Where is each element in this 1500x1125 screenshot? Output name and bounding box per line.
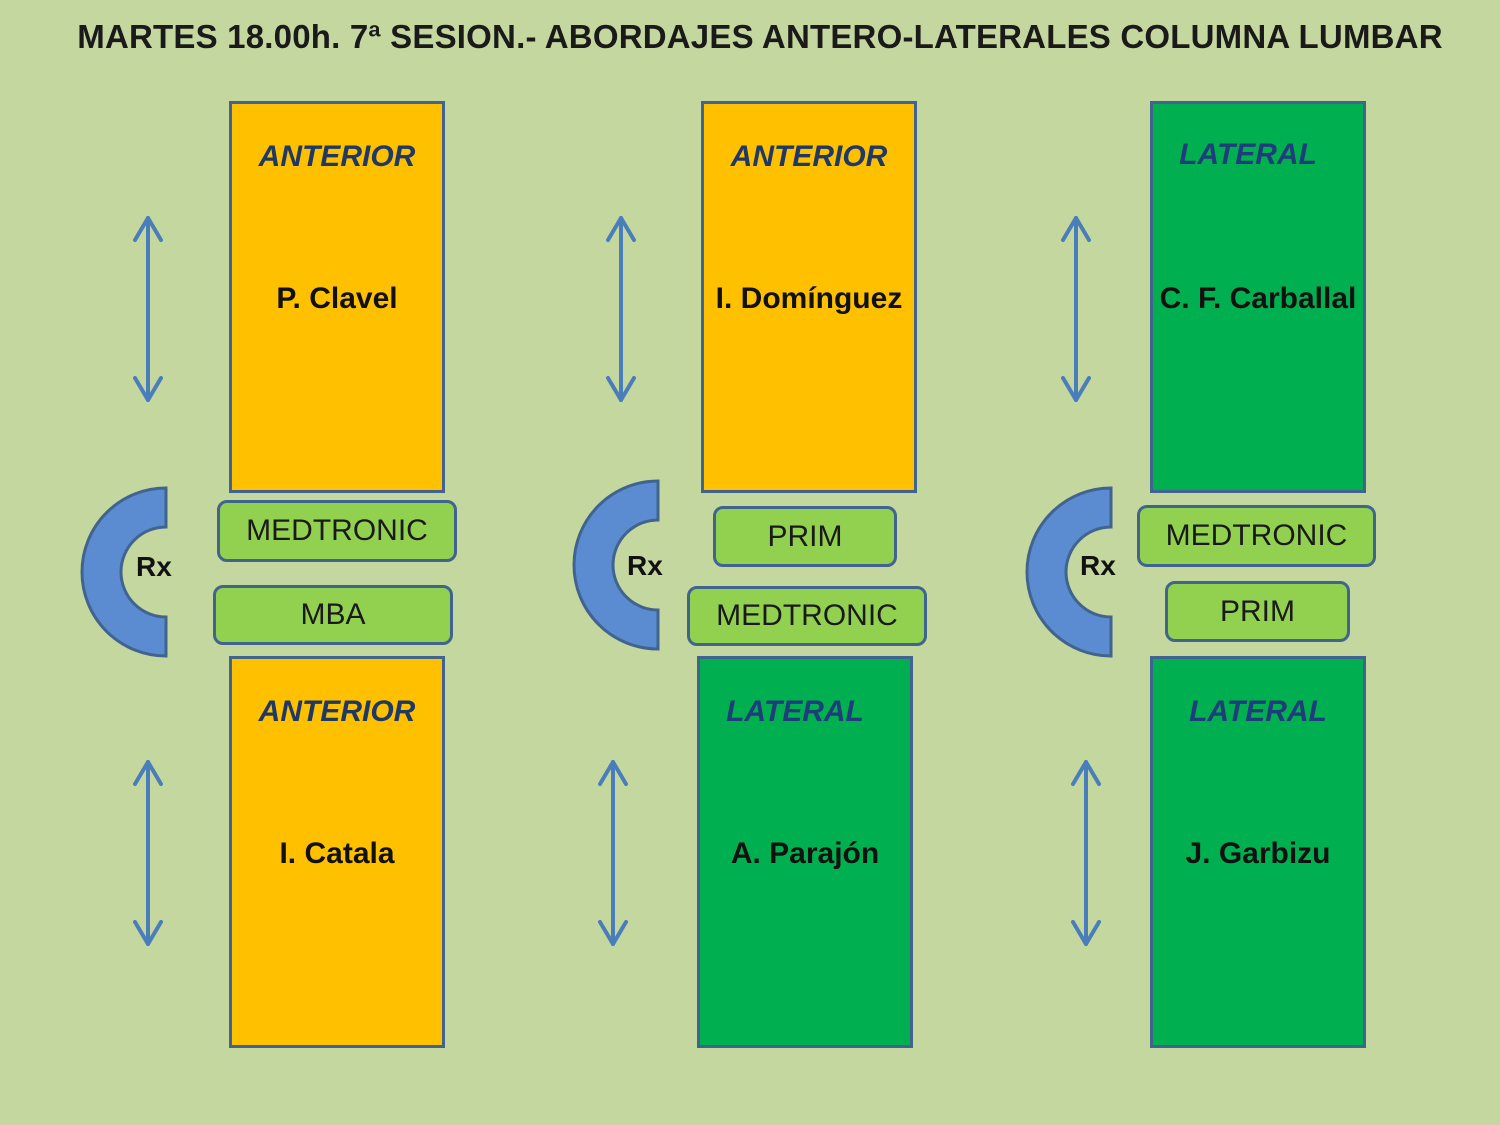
col2-bottom-surgeon: A. Parajón (730, 837, 880, 870)
col2-top-surgeon: I. Domínguez (715, 282, 903, 315)
col2-sponsor-1: PRIM (713, 506, 897, 567)
col2-top-block: ANTERIOR I. Domínguez (701, 101, 917, 493)
col2-top-approach: ANTERIOR (730, 140, 888, 173)
col1-bottom-surgeon: I. Catala (279, 837, 395, 870)
col3-top-surgeon: C. F. Carballal (1159, 282, 1357, 315)
col2-bottom-approach: LATERAL (726, 695, 864, 728)
double-arrow-icon (598, 760, 628, 946)
col3-rx-label: Rx (1080, 550, 1116, 581)
page-title: MARTES 18.00h. 7ª SESION.- ABORDAJES ANT… (77, 18, 1443, 55)
col1-top-approach: ANTERIOR (258, 140, 416, 173)
col1-bottom-approach: ANTERIOR (258, 695, 416, 728)
double-arrow-icon (133, 760, 163, 946)
col3-bottom-block: LATERAL J. Garbizu (1150, 656, 1366, 1048)
col3-sponsor-2: PRIM (1165, 581, 1350, 642)
col2-rx-label: Rx (627, 550, 663, 581)
col3-bottom-surgeon: J. Garbizu (1185, 837, 1331, 870)
col1-sponsor-2: MBA (213, 585, 453, 645)
col1-sponsor-1: MEDTRONIC (217, 500, 457, 562)
double-arrow-icon (133, 216, 163, 402)
double-arrow-icon (1061, 216, 1091, 402)
col2-sponsor-2: MEDTRONIC (687, 586, 927, 646)
col3-top-approach: LATERAL (1179, 138, 1317, 171)
double-arrow-icon (1071, 760, 1101, 946)
col3-bottom-approach: LATERAL (1189, 695, 1327, 728)
col1-bottom-block: ANTERIOR I. Catala (229, 656, 445, 1048)
col3-sponsor-1: MEDTRONIC (1137, 505, 1376, 567)
col3-top-block: LATERAL C. F. Carballal (1150, 101, 1366, 493)
col1-top-block: ANTERIOR P. Clavel (229, 101, 445, 493)
col1-rx-label: Rx (136, 551, 172, 582)
double-arrow-icon (606, 216, 636, 402)
col2-bottom-block: LATERAL A. Parajón (697, 656, 913, 1048)
col1-top-surgeon: P. Clavel (276, 282, 398, 315)
